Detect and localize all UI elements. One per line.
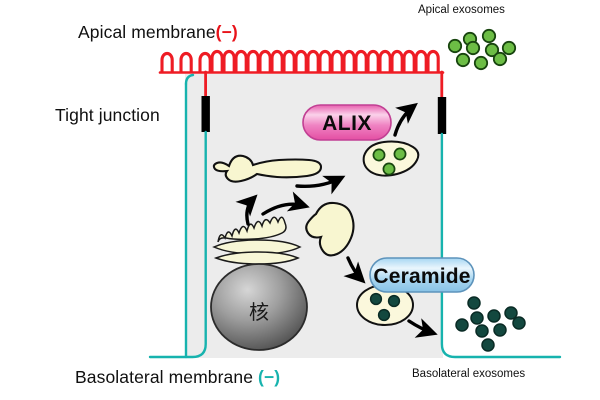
basolateral-exosome: [512, 316, 526, 330]
pathway-arrows: [235, 102, 438, 338]
basolateral-exosome: [504, 306, 518, 320]
arrow-mvb-to-basolateral-membrane: [407, 318, 438, 338]
mvb-apical: [362, 140, 420, 177]
apical-membrane-sign: (−): [215, 22, 238, 42]
apical-exosomes-label: Apical exosomes: [418, 4, 505, 16]
apical-membrane-label: Apical membrane(−): [78, 22, 238, 43]
apical-exosome: [465, 40, 481, 56]
apical-exosome: [455, 52, 471, 68]
basolateral-exosome: [475, 324, 489, 338]
arrow-er-to-right: [261, 191, 310, 216]
tight-junction-right: [437, 97, 447, 134]
apical-exosome: [473, 55, 489, 71]
basolateral-exosome: [481, 338, 495, 352]
tight-junction-label: Tight junction: [55, 105, 160, 125]
apical-exosome: [501, 40, 517, 56]
apical-exosome: [492, 51, 508, 67]
golgi-apparatus: [212, 216, 302, 265]
nucleus-label: 核: [249, 300, 269, 324]
arrow-mvb-to-apical-membrane: [393, 102, 418, 137]
apical-membrane-microvilli: [158, 49, 445, 100]
basolateral-exosome: [493, 323, 507, 337]
basolateral-membrane-sign: (−): [258, 367, 281, 387]
arrow-to-mvb-apical: [295, 175, 346, 195]
nucleus: [210, 263, 308, 351]
alix-badge[interactable]: [302, 104, 392, 141]
ceramide-badge[interactable]: [369, 257, 475, 293]
arrow-er-to-mvb-basolateral: [343, 256, 366, 284]
apical-exosome: [481, 28, 497, 44]
arrow-golgi-to-er: [235, 194, 258, 226]
basolateral-exosomes-label: Basolateral exosomes: [412, 368, 526, 380]
apical-exosome: [484, 42, 500, 58]
basolateral-exosome: [455, 318, 469, 332]
basolateral-exosome: [467, 296, 481, 310]
basolateral-exosome: [470, 311, 484, 325]
basolateral-exosome: [487, 309, 501, 323]
basolateral-exosome-cluster: [455, 296, 526, 352]
apical-membrane-label-text: Apical membrane: [78, 22, 216, 42]
tight-junction-left: [201, 96, 210, 132]
alix-badge-label[interactable]: ALIX: [322, 112, 372, 135]
basolateral-membrane: [148, 73, 562, 359]
basolateral-membrane-label-text: Basolateral membrane: [75, 367, 259, 387]
er-upper-blob: [212, 154, 323, 183]
apical-exosome-cluster: [447, 28, 517, 71]
er-lower-blob: [305, 201, 355, 257]
apical-exosome: [447, 38, 463, 54]
basolateral-membrane-label: Basolateral membrane (−): [75, 367, 280, 388]
ceramide-badge-label[interactable]: Ceramide: [373, 265, 471, 288]
